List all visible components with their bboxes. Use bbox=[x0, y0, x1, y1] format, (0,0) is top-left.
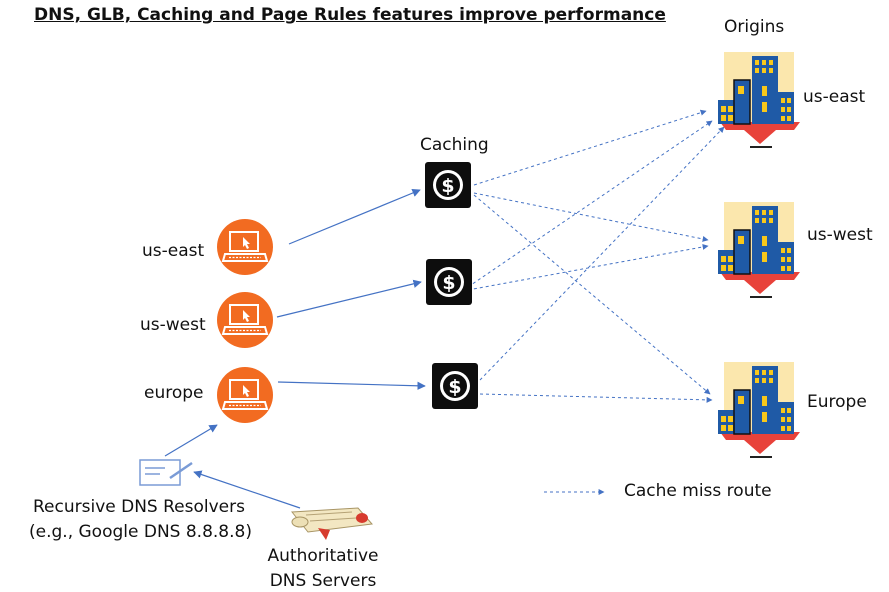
cache3-dollar-icon bbox=[432, 363, 478, 409]
arrow-resolver-to-europe-client bbox=[164, 424, 218, 457]
arrow-useast-client-to-cache1 bbox=[288, 188, 421, 245]
miss-cache3-to-origin-useast bbox=[479, 126, 725, 381]
miss-cache3-to-origin-europe bbox=[479, 393, 713, 403]
origin-europe-building-icon bbox=[717, 361, 801, 458]
scroll-icon bbox=[291, 507, 373, 540]
page-title: DNS, GLB, Caching and Page Rules feature… bbox=[34, 5, 666, 25]
authoritative-label-line2: DNS Servers bbox=[269, 571, 377, 591]
cache2-dollar-icon bbox=[426, 259, 472, 305]
legend-label: Cache miss route bbox=[624, 481, 772, 501]
client-label-useast: us-east bbox=[142, 241, 205, 261]
arrow-uswest-client-to-cache2 bbox=[276, 279, 422, 318]
cache1-dollar-icon bbox=[425, 162, 471, 208]
miss-cache2-to-origin-uswest bbox=[467, 244, 709, 291]
client-label-uswest: us-west bbox=[140, 315, 206, 335]
arrow-europe-client-to-cache3 bbox=[277, 381, 426, 390]
arrow-authoritative-to-resolver bbox=[193, 470, 301, 509]
client-useast-laptop-icon bbox=[216, 218, 274, 276]
origin-label-europe: Europe bbox=[807, 392, 867, 412]
client-uswest-laptop-icon bbox=[216, 291, 274, 349]
origin-label-uswest: us-west bbox=[807, 225, 873, 245]
origins-heading: Origins bbox=[724, 17, 785, 37]
resolvers-label-line1: Recursive DNS Resolvers bbox=[33, 497, 245, 517]
origin-label-useast: us-east bbox=[803, 87, 866, 107]
origin-uswest-building-icon bbox=[717, 201, 801, 298]
miss-cache2-to-origin-useast bbox=[467, 120, 713, 288]
miss-cache1-to-origin-useast bbox=[473, 109, 707, 186]
miss-cache1-to-origin-europe bbox=[473, 194, 711, 395]
document-pen-icon bbox=[139, 459, 193, 486]
caching-heading: Caching bbox=[420, 135, 489, 155]
miss-cache1-to-origin-uswest bbox=[473, 192, 709, 242]
client-label-europe: europe bbox=[144, 383, 204, 403]
client-europe-laptop-icon bbox=[216, 366, 274, 424]
authoritative-label-line1: Authoritative bbox=[267, 546, 379, 566]
origin-useast-building-icon bbox=[717, 51, 801, 148]
resolvers-label-line2: (e.g., Google DNS 8.8.8.8) bbox=[29, 522, 252, 542]
